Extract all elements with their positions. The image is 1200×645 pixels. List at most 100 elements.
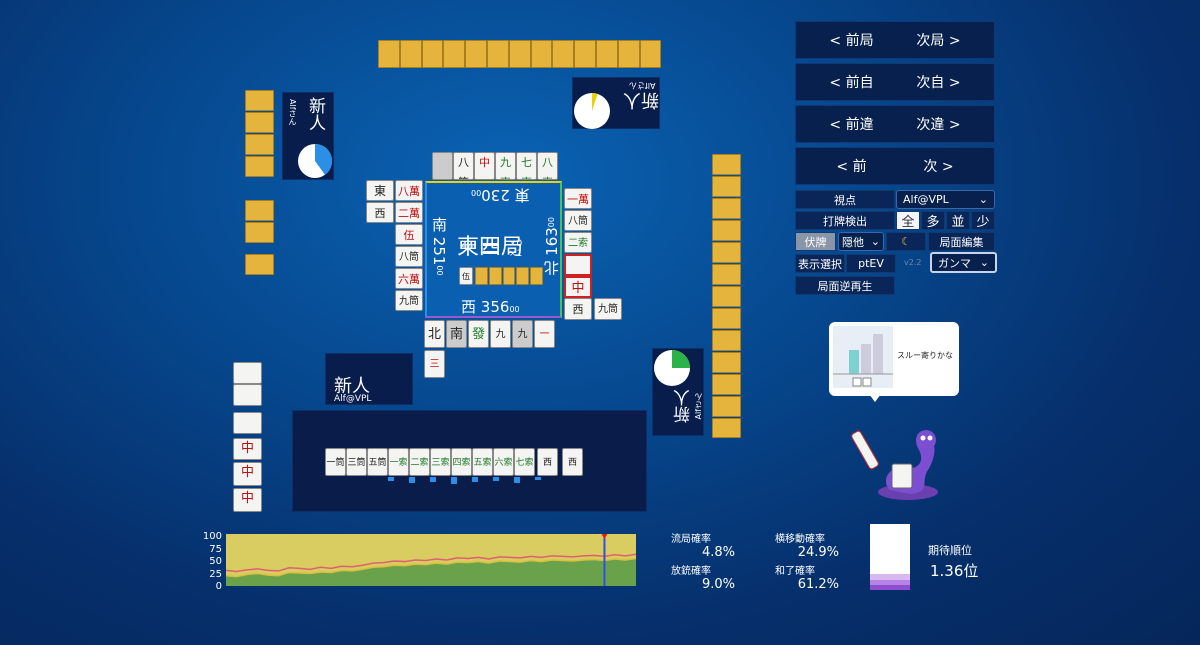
prev-button[interactable]: < 前	[836, 159, 867, 175]
prev-diff-button[interactable]: < 前違	[829, 117, 874, 133]
y-tick: 75	[209, 543, 222, 555]
discards-left: 東 八萬 西 二萬 伍 八筒 六萬 九筒	[364, 180, 424, 312]
chart-series-line	[226, 553, 636, 573]
score-right: 北 16300	[543, 217, 561, 276]
prev-round-button[interactable]: < 前局	[829, 33, 874, 49]
white-dragon-tile	[564, 254, 592, 276]
rank-bar	[870, 524, 910, 590]
hand-tile[interactable]: 五筒	[367, 448, 388, 476]
gamma-select[interactable]: ガンマ⌄	[930, 252, 997, 273]
discard-tile: 九筒	[395, 290, 423, 311]
snake-mascot-icon	[851, 430, 938, 500]
player-top-sub: Alfさん	[629, 81, 656, 90]
tile-back	[421, 40, 444, 68]
hand-tile[interactable]: 一索	[388, 448, 409, 476]
yokoido-label: 横移動確率	[775, 534, 825, 545]
ptev-button[interactable]: ptEV	[846, 254, 896, 273]
prev-self-button[interactable]: < 前自	[829, 75, 874, 91]
agari-value: 61.2%	[797, 577, 839, 592]
tile-back	[245, 90, 274, 111]
hidden-select[interactable]: 隠他⌄	[838, 232, 884, 251]
reverse-replay-button[interactable]: 局面逆再生	[795, 276, 895, 295]
hand-tile[interactable]: 一筒	[325, 448, 346, 476]
discard-tile: 六萬	[395, 268, 423, 289]
tile-back	[712, 176, 741, 197]
next-round-button[interactable]: 次局 >	[916, 33, 961, 49]
chevron-down-icon: ⌄	[870, 235, 880, 248]
discard-tile: 九索	[495, 152, 516, 180]
hand: 一筒 三筒 五筒 一索 二索 三索 四索 五索 六索 七索 西 西	[325, 448, 615, 478]
hand-tile[interactable]: 西	[537, 448, 558, 476]
diff-nav: < 前違 次違 >	[795, 105, 995, 143]
filter-mid-button[interactable]: 並	[946, 211, 970, 230]
discard-tile: 七索	[516, 152, 537, 180]
tile-back	[530, 40, 553, 68]
tile-back	[712, 154, 741, 175]
tile-back	[245, 254, 274, 275]
tile-back	[516, 267, 530, 285]
tile-back	[639, 40, 662, 68]
top-wall	[378, 40, 662, 70]
score-left: 南 25100	[430, 217, 448, 276]
discard-tile: 三萬	[424, 350, 445, 378]
hand-tile[interactable]: 三索	[430, 448, 451, 476]
tile-back	[712, 242, 741, 263]
filter-all-button[interactable]: 全	[896, 211, 920, 230]
next-self-button[interactable]: 次自 >	[916, 75, 961, 91]
y-tick: 50	[209, 556, 222, 567]
bubble-tail	[869, 394, 881, 402]
chevron-down-icon: ⌄	[978, 193, 988, 206]
probability-chart[interactable]	[226, 534, 636, 586]
hand-tile[interactable]: 六索	[493, 448, 514, 476]
riichi-count: ×1	[509, 249, 523, 259]
player-bottom-panel: 新人 Alf@VPL	[325, 353, 413, 405]
advisor-bubble: スルー寄りかな	[829, 322, 959, 402]
tile-back	[712, 286, 741, 307]
player-left-panel: 新人 Alfさん	[282, 92, 334, 180]
discard-tile: 八筒	[564, 210, 592, 231]
discard-tile: 一萬	[564, 188, 592, 209]
left-wall	[245, 90, 275, 280]
chart-cursor-marker	[601, 534, 608, 539]
hand-tile[interactable]: 二索	[409, 448, 430, 476]
filter-few-button[interactable]: 少	[971, 211, 995, 230]
red-dragon-tile: 中	[233, 462, 262, 486]
moon-icon[interactable]: ☾	[886, 232, 926, 251]
discard-tile: 八萬	[395, 180, 423, 201]
edit-position-button[interactable]: 局面編集	[928, 232, 995, 251]
tile-back	[574, 40, 596, 68]
tile-back	[508, 40, 531, 68]
y-tick: 100	[202, 531, 222, 542]
hand-tile[interactable]: 七索	[514, 448, 535, 476]
tile-back	[712, 198, 741, 219]
rank-bar-segment	[870, 580, 910, 585]
discard-tile: 中	[564, 276, 592, 298]
chevron-down-icon: ⌄	[979, 256, 989, 269]
expected-rank-value: 1.36位	[930, 562, 979, 580]
round-indicator: 東四局	[457, 235, 524, 260]
player-right-pie	[654, 350, 690, 386]
tile-back	[617, 40, 640, 68]
discard-check-label: 打牌検出	[795, 211, 895, 230]
hidden-tiles-button[interactable]: 伏牌	[795, 232, 836, 251]
white-dragon-tile	[233, 384, 262, 406]
hand-tile[interactable]: 三筒	[346, 448, 367, 476]
advisor-bars	[833, 334, 893, 387]
discard-tile: 南	[446, 320, 467, 348]
tile-back	[475, 267, 488, 285]
hand-tile[interactable]: 西	[562, 448, 583, 476]
discard-tile: 西	[366, 202, 394, 223]
tile-back	[245, 222, 274, 243]
discard-tile: 八筒	[453, 152, 474, 180]
next-button[interactable]: 次 >	[923, 159, 954, 175]
dead-wall	[475, 267, 543, 285]
hand-tile[interactable]: 四索	[451, 448, 472, 476]
filter-many-button[interactable]: 多	[921, 211, 945, 230]
tile-back	[712, 396, 741, 417]
hand-tile[interactable]: 五索	[472, 448, 493, 476]
honba-stick-icon	[483, 243, 499, 246]
tile-back	[465, 40, 487, 68]
display-select-button[interactable]: 表示選択	[795, 254, 845, 273]
viewpoint-select[interactable]: Alf@VPL⌄	[896, 190, 995, 209]
next-diff-button[interactable]: 次違 >	[916, 117, 961, 133]
